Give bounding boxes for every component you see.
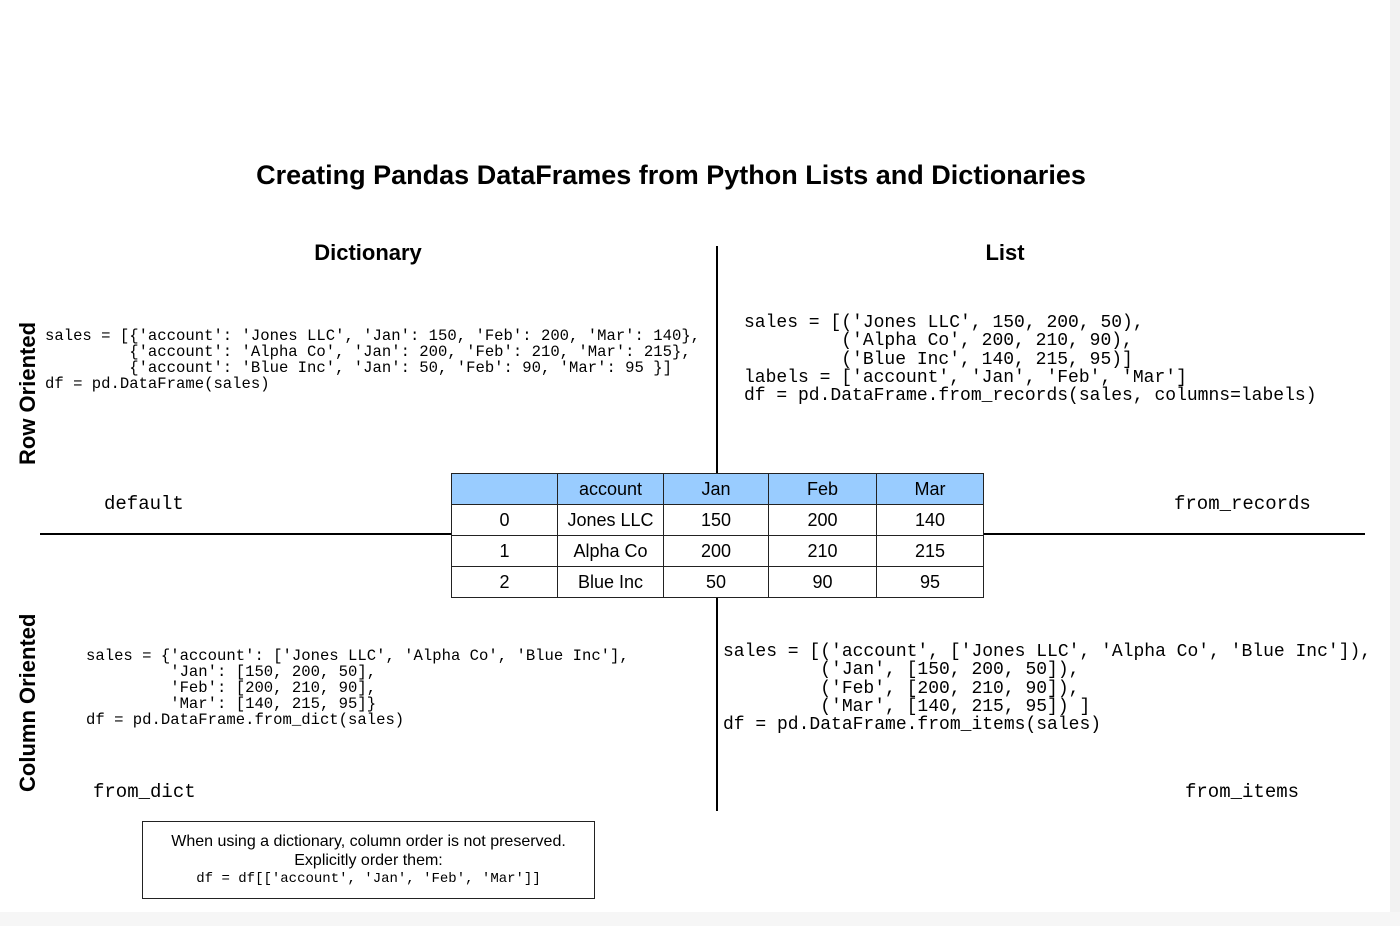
page-bottom-edge: [0, 912, 1400, 926]
code-row-dictionary: sales = [{'account': 'Jones LLC', 'Jan':…: [45, 327, 701, 393]
page-right-edge: [1390, 0, 1400, 926]
table-cell: 200: [768, 504, 877, 536]
header-cell-index: [451, 473, 558, 505]
column-header-dictionary: Dictionary: [314, 240, 422, 265]
table-cell: 210: [768, 535, 877, 567]
column-order-note: When using a dictionary, column order is…: [142, 821, 595, 899]
code-row-list: sales = [('Jones LLC', 150, 200, 50), ('…: [744, 313, 1317, 407]
header-cell-mar: Mar: [876, 473, 984, 505]
table-row: 0 Jones LLC 150 200 140: [451, 504, 984, 536]
note-line-1: When using a dictionary, column order is…: [171, 833, 566, 850]
table-cell: 0: [451, 504, 558, 536]
table-row: 2 Blue Inc 50 90 95: [451, 566, 984, 598]
table-cell: 95: [876, 566, 984, 598]
row-header-column-oriented: Column Oriented: [15, 613, 40, 792]
header-cell-feb: Feb: [768, 473, 877, 505]
method-label-from-dict: from_dict: [93, 781, 196, 803]
note-line-2: Explicitly order them:: [294, 852, 443, 869]
method-label-default: default: [104, 493, 184, 515]
header-cell-account: account: [557, 473, 664, 505]
column-header-list: List: [985, 240, 1025, 265]
table-cell: 2: [451, 566, 558, 598]
table-cell: 200: [663, 535, 769, 567]
table-cell: 90: [768, 566, 877, 598]
table-row: 1 Alpha Co 200 210 215: [451, 535, 984, 567]
method-label-from-records: from_records: [1174, 493, 1311, 515]
table-cell: 140: [876, 504, 984, 536]
header-cell-jan: Jan: [663, 473, 769, 505]
page-title: Creating Pandas DataFrames from Python L…: [256, 160, 1086, 190]
table-cell: Blue Inc: [557, 566, 664, 598]
table-cell: 50: [663, 566, 769, 598]
row-header-row-oriented: Row Oriented: [15, 321, 40, 465]
result-dataframe-table: account Jan Feb Mar 0 Jones LLC 150 200 …: [451, 473, 984, 598]
table-cell: Jones LLC: [557, 504, 664, 536]
note-code: df = df[['account', 'Jan', 'Feb', 'Mar']…: [196, 871, 541, 887]
table-cell: Alpha Co: [557, 535, 664, 567]
code-column-list: sales = [('account', ['Jones LLC', 'Alph…: [723, 642, 1372, 736]
table-cell: 215: [876, 535, 984, 567]
table-header-row: account Jan Feb Mar: [451, 473, 984, 505]
table-cell: 150: [663, 504, 769, 536]
method-label-from-items: from_items: [1185, 781, 1300, 803]
table-cell: 1: [451, 535, 558, 567]
code-column-dictionary: sales = {'account': ['Jones LLC', 'Alpha…: [86, 647, 629, 729]
